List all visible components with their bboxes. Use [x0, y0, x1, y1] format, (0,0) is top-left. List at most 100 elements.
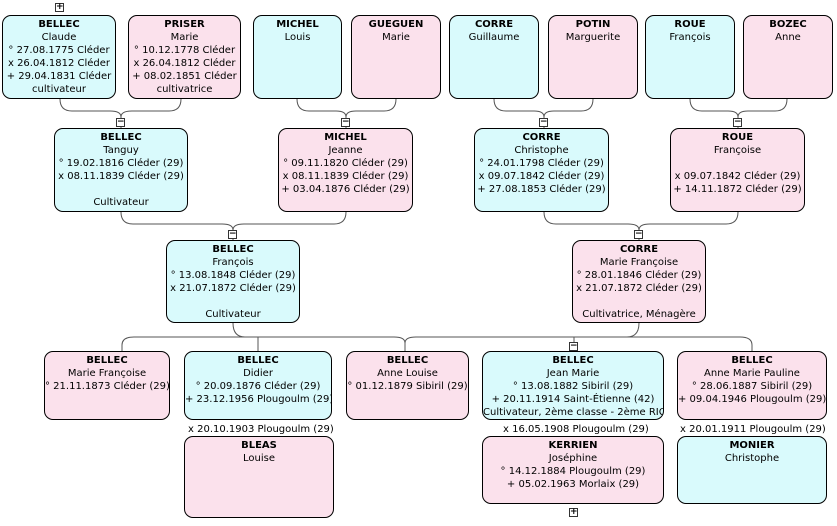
person-card-gueguen-marie[interactable]: GUEGUEN Marie [351, 15, 441, 99]
person-card-bozec-anne[interactable]: BOZEC Anne [743, 15, 833, 99]
collapse-toggle-christophe-francoise[interactable]: − [634, 229, 643, 239]
person-detail-line: + 08.02.1851 Cléder [132, 71, 237, 82]
person-detail-line: cultivateur [32, 84, 86, 95]
person-surname: BELLEC [731, 355, 773, 366]
collapse-toggle-bellec-priser[interactable]: − [116, 117, 125, 127]
person-card-roue-francois[interactable]: ROUE François [645, 15, 735, 99]
person-detail-line: ° 20.09.1876 Cléder (29) [195, 381, 321, 392]
person-detail-line: x 26.04.1812 Cléder [133, 58, 236, 69]
person-given-name: Marie Françoise [599, 257, 679, 268]
person-given-name: Tanguy [103, 145, 139, 156]
person-detail-line: ° 09.11.1820 Cléder (29) [283, 158, 408, 169]
person-card-michel-jeanne[interactable]: MICHEL Jeanne ° 09.11.1820 Cléder (29) x 08… [278, 128, 413, 212]
marriage-date-jean-marie: x 16.05.1908 Plougoulm (29) [503, 424, 649, 435]
person-card-potin-marguerite[interactable]: POTIN Marguerite [548, 15, 638, 99]
person-detail-line: ° 13.08.1882 Sibiril (29) [512, 381, 634, 392]
person-detail-line: x 09.07.1842 Cléder (29) [478, 171, 605, 182]
person-detail-line: x 26.04.1812 Cléder [7, 58, 111, 69]
person-surname: PRISER [164, 19, 205, 30]
person-given-name: Christophe [724, 453, 780, 464]
marriage-date-anne-marie-pauline: x 20.01.1911 Plougoulm (29) [680, 424, 826, 435]
person-given-name: François [669, 32, 711, 43]
person-given-name: Guillaume [468, 32, 520, 43]
person-detail-line: Cultivatrice, Ménagère [582, 309, 696, 320]
person-detail-line: + 27.08.1853 Cléder (29) [477, 184, 606, 195]
collapse-toggle-corre-potin[interactable]: − [539, 117, 548, 127]
person-detail-line: ° 27.08.1775 Cléder [8, 45, 110, 56]
person-surname: MONIER [729, 440, 775, 451]
expand-descendants-toggle[interactable]: + [569, 507, 578, 517]
person-given-name: Louise [243, 453, 275, 464]
person-detail-line [573, 295, 705, 308]
person-card-bleas-louise[interactable]: BLEAS Louise [184, 436, 334, 518]
person-given-name: Jeanne [328, 145, 363, 156]
person-given-name: François [212, 257, 254, 268]
person-detail-line [167, 295, 299, 308]
person-detail-line: ° 28.01.1846 Cléder (29) [576, 270, 702, 281]
person-detail-line: ° 19.02.1816 Cléder (29) [58, 158, 184, 169]
person-detail-line: ° 10.12.1778 Cléder [133, 45, 236, 56]
person-card-monier-christophe[interactable]: MONIER Christophe [677, 436, 827, 504]
person-given-name: Françoise [713, 145, 762, 156]
person-surname: CORRE [474, 19, 514, 30]
person-surname: BOZEC [769, 19, 807, 30]
person-given-name: Anne Louise [377, 368, 438, 379]
person-detail-line: Cultivateur [93, 197, 149, 208]
person-detail-line: x 21.07.1872 Cléder (29) [170, 283, 296, 294]
collapse-toggle-tanguy-jeanne[interactable]: − [228, 229, 237, 239]
person-detail-line: + 14.11.1872 Cléder (29) [673, 184, 802, 195]
person-surname: MICHEL [324, 132, 367, 143]
collapse-toggle-francois-children[interactable]: − [569, 341, 578, 351]
person-card-bellec-jean-marie[interactable]: BELLEC Jean Marie ° 13.08.1882 Sibiril (29… [482, 351, 664, 420]
person-detail-line: cultivatrice [156, 84, 213, 95]
person-card-roue-francoise[interactable]: ROUE Françoise x 09.07.1842 Cléder (29) + … [670, 128, 805, 212]
collapse-toggle-michel-gueguen[interactable]: − [341, 117, 350, 127]
person-surname: BELLEC [552, 355, 594, 366]
person-detail-line: + 20.11.1914 Saint-Étienne (42) [491, 394, 655, 405]
person-surname: POTIN [575, 19, 611, 30]
person-surname: ROUE [721, 132, 754, 143]
person-detail-line: ° 14.12.1884 Plougoulm (29) [500, 466, 646, 477]
person-detail-line: + 29.04.1831 Cléder [6, 71, 112, 82]
person-detail-line: x 08.11.1839 Cléder (29) [58, 171, 184, 182]
person-detail-line: ° 01.12.1879 Sibiril (29) [347, 381, 468, 392]
person-surname: BELLEC [86, 355, 128, 366]
person-surname: ROUE [674, 19, 706, 30]
person-detail-line: x 08.11.1839 Cléder (29) [282, 171, 409, 182]
person-surname: BLEAS [241, 440, 277, 451]
person-card-bellec-anne-louise[interactable]: BELLEC Anne Louise ° 01.12.1879 Sibiril (2… [346, 351, 469, 420]
person-given-name: Joséphine [548, 453, 598, 464]
person-card-corre-guillaume[interactable]: CORRE Guillaume [449, 15, 539, 99]
person-detail-line: ° 24.01.1798 Cléder (29) [479, 158, 604, 169]
person-detail-line [671, 157, 804, 170]
person-given-name: Marguerite [565, 32, 621, 43]
person-given-name: Marie [382, 32, 410, 43]
person-detail-line: x 21.07.1872 Cléder (29) [576, 283, 702, 294]
person-detail-line: ° 13.08.1848 Cléder (29) [170, 270, 296, 281]
person-surname: BELLEC [100, 132, 142, 143]
person-detail-line: + 23.12.1956 Plougoulm (29) [185, 394, 332, 405]
person-detail-line: Cultivateur, 2ème classe - 2ème RIC [483, 407, 664, 418]
collapse-toggle-roue-bozec[interactable]: − [733, 117, 742, 127]
person-card-bellec-tanguy[interactable]: BELLEC Tanguy ° 19.02.1816 Cléder (29) x 08… [54, 128, 188, 212]
person-surname: GUEGUEN [368, 19, 424, 30]
person-surname: CORRE [522, 132, 561, 143]
expand-ancestors-toggle[interactable]: + [55, 2, 64, 12]
person-given-name: Anne [775, 32, 801, 43]
person-surname: BELLEC [386, 355, 429, 366]
person-given-name: Christophe [514, 145, 569, 156]
person-given-name: Jean Marie [546, 368, 600, 379]
person-given-name: Claude [41, 32, 77, 43]
person-card-corre-christophe[interactable]: CORRE Christophe ° 24.01.1798 Cléder (29) x… [474, 128, 609, 212]
person-detail-line: x 09.07.1842 Cléder (29) [674, 171, 801, 182]
person-surname: MICHEL [276, 19, 319, 30]
